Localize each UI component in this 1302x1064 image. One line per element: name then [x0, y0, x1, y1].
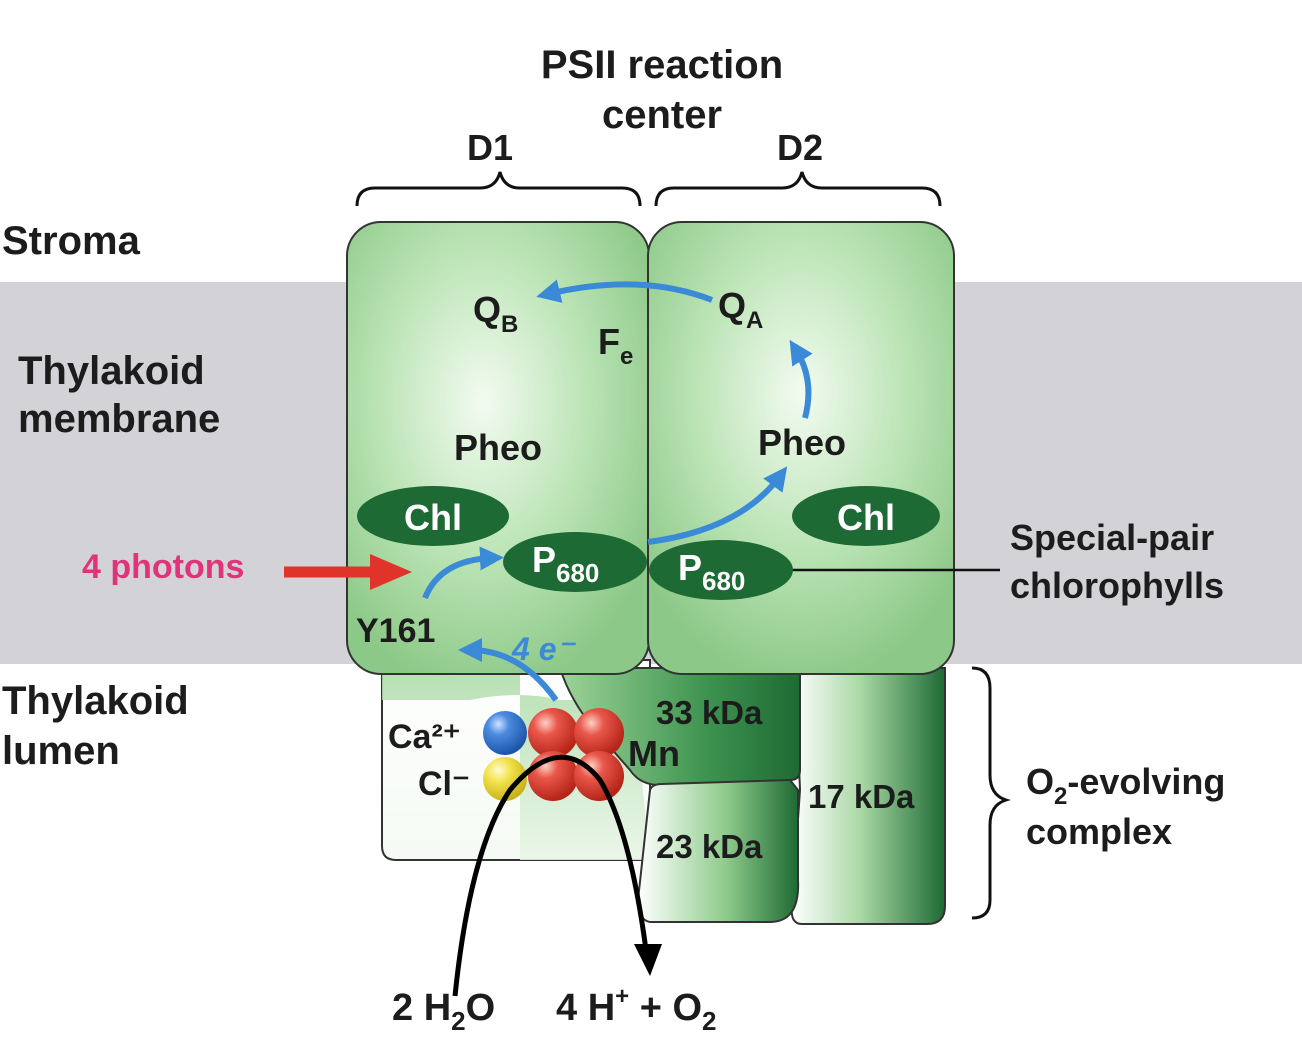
lumen-label-line2: lumen — [2, 729, 120, 773]
title-line1: PSII reaction — [541, 43, 783, 87]
kda33-label: 33 kDa — [656, 694, 763, 731]
mn-label: Mn — [628, 733, 680, 774]
mn-atom-1 — [528, 708, 578, 758]
p680-d1-label: P680 — [532, 539, 599, 588]
d2-brace-icon — [654, 171, 942, 207]
p680-d2-label: P680 — [678, 547, 745, 596]
electron-transfer-arrow-icon-y161-to-p680 — [422, 546, 504, 600]
fe-label: Fe — [598, 321, 633, 370]
oec-brace-icon — [971, 666, 1012, 920]
kda23-label: 23 kDa — [656, 828, 763, 865]
chloride-label: Cl⁻ — [418, 765, 470, 803]
chl-d1-label: Chl — [404, 497, 462, 538]
qb-label: QB — [473, 289, 518, 338]
lumen-label-line1: Thylakoid — [2, 679, 189, 723]
special-pair-label-line2: chlorophylls — [1010, 565, 1224, 606]
water-oxidation-arrow-icon-curve — [452, 754, 649, 997]
electron-transfer-arrow-icon-pheo-to-qa — [789, 339, 813, 419]
d2-label: D2 — [777, 127, 823, 168]
y161-label: Y161 — [356, 612, 435, 650]
oec-label-line1: O2-evolving — [1026, 761, 1225, 810]
calcium-ion — [483, 711, 527, 755]
membrane-label-line1: Thylakoid — [18, 349, 205, 393]
water-oxidation-arrow-icon — [634, 944, 662, 976]
calcium-label: Ca²⁺ — [388, 718, 461, 756]
qa-label: QA — [718, 285, 763, 334]
pheo-d2-label: Pheo — [758, 422, 846, 463]
chl-d1-ellipse — [357, 486, 509, 546]
oec-label-line2: complex — [1026, 811, 1172, 852]
chloride-ion — [483, 757, 527, 801]
electron-transfer-arrow-icon-p680-to-pheo — [647, 466, 788, 545]
p680-d2-ellipse — [649, 540, 793, 600]
mn-atom-2 — [574, 708, 624, 758]
photon-arrow-icon — [370, 554, 412, 590]
special-pair-label-line1: Special-pair — [1010, 517, 1214, 558]
photons-label: 4 photons — [82, 548, 244, 586]
p680-d1-ellipse — [503, 532, 647, 592]
subunit-33kda — [558, 667, 801, 787]
pheo-d1-label: Pheo — [454, 427, 542, 468]
chl-d2-ellipse — [792, 486, 940, 546]
water-label: 2 H2O — [392, 987, 495, 1036]
stroma-label: Stroma — [2, 219, 141, 263]
kda17-label: 17 kDa — [808, 778, 915, 815]
membrane-label-line2: membrane — [18, 397, 220, 441]
chl-d2-label: Chl — [837, 497, 895, 538]
electrons-label: 4 e⁻ — [511, 631, 576, 667]
electron-transfer-arrow-icon-mn-to-y161 — [458, 638, 559, 702]
electron-transfer-arrow-icon-qa-to-qb — [536, 279, 714, 303]
d1-brace-icon — [355, 171, 642, 207]
d1-label: D1 — [467, 127, 513, 168]
products-label: 4 H+ + O2 — [556, 983, 717, 1036]
title-line2: center — [602, 93, 722, 137]
